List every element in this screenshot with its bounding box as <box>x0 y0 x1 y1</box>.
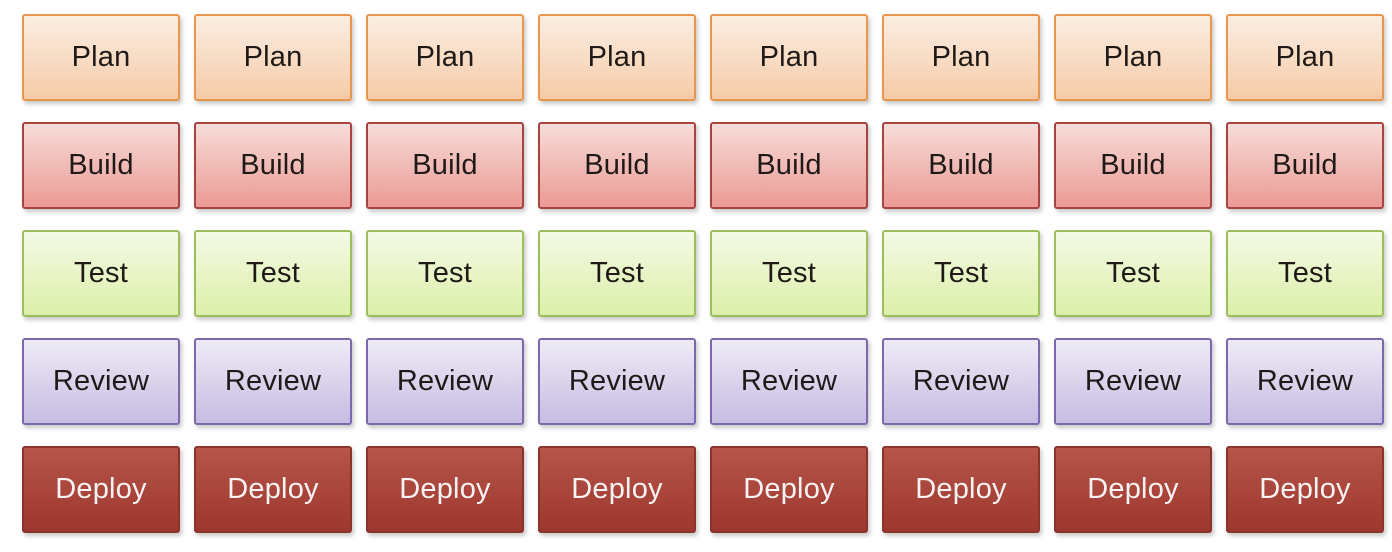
stage-box-build: Build <box>1226 122 1384 209</box>
stage-box-test: Test <box>882 230 1040 317</box>
stage-box-plan: Plan <box>22 14 180 101</box>
stage-label: Build <box>68 149 134 181</box>
stage-box-test: Test <box>366 230 524 317</box>
stage-label: Test <box>418 257 472 289</box>
stage-label: Review <box>224 365 322 397</box>
stage-box-test: Test <box>1054 230 1212 317</box>
stage-box-plan: Plan <box>882 14 1040 101</box>
stage-box-test: Test <box>710 230 868 317</box>
stage-label: Plan <box>415 41 475 73</box>
stage-label: Review <box>1084 365 1182 397</box>
stage-label: Review <box>912 365 1010 397</box>
stage-box-review: Review <box>882 338 1040 425</box>
stage-row-deploy: Deploy Deploy Deploy Deploy Deploy Deplo… <box>22 446 1392 533</box>
stage-label: Review <box>52 365 150 397</box>
stage-box-build: Build <box>22 122 180 209</box>
stage-label: Build <box>240 149 306 181</box>
stage-label: Test <box>590 257 644 289</box>
stage-box-deploy: Deploy <box>1226 446 1384 533</box>
stage-box-build: Build <box>1054 122 1212 209</box>
stage-box-build: Build <box>538 122 696 209</box>
stage-box-test: Test <box>194 230 352 317</box>
stage-box-plan: Plan <box>1226 14 1384 101</box>
stage-label: Deploy <box>1087 473 1179 505</box>
stage-label: Plan <box>243 41 303 73</box>
stage-label: Deploy <box>915 473 1007 505</box>
stage-box-deploy: Deploy <box>22 446 180 533</box>
stage-label: Review <box>568 365 666 397</box>
stage-box-deploy: Deploy <box>710 446 868 533</box>
stage-box-deploy: Deploy <box>1054 446 1212 533</box>
stage-label: Deploy <box>55 473 147 505</box>
stage-label: Deploy <box>227 473 319 505</box>
stage-label: Test <box>1106 257 1160 289</box>
stage-label: Plan <box>931 41 991 73</box>
stage-label: Review <box>1256 365 1354 397</box>
stage-box-review: Review <box>366 338 524 425</box>
stage-box-review: Review <box>22 338 180 425</box>
stage-box-plan: Plan <box>194 14 352 101</box>
stage-row-build: Build Build Build Build Build Build Buil… <box>22 122 1392 209</box>
stage-box-review: Review <box>710 338 868 425</box>
stage-box-plan: Plan <box>1054 14 1212 101</box>
stage-label: Build <box>1272 149 1338 181</box>
stage-row-plan: Plan Plan Plan Plan Plan Plan Plan Plan <box>22 14 1392 101</box>
stage-box-deploy: Deploy <box>882 446 1040 533</box>
stage-box-build: Build <box>366 122 524 209</box>
stage-row-review: Review Review Review Review Review Revie… <box>22 338 1392 425</box>
stage-row-test: Test Test Test Test Test Test Test Test <box>22 230 1392 317</box>
stage-box-test: Test <box>22 230 180 317</box>
stage-label: Build <box>412 149 478 181</box>
stage-label: Test <box>934 257 988 289</box>
stage-box-build: Build <box>194 122 352 209</box>
stage-label: Plan <box>71 41 131 73</box>
stage-label: Plan <box>1275 41 1335 73</box>
stage-box-plan: Plan <box>366 14 524 101</box>
stage-box-deploy: Deploy <box>366 446 524 533</box>
stage-label: Build <box>928 149 994 181</box>
stage-label: Test <box>762 257 816 289</box>
stage-label: Test <box>74 257 128 289</box>
stage-label: Review <box>740 365 838 397</box>
stage-box-plan: Plan <box>710 14 868 101</box>
stage-label: Review <box>396 365 494 397</box>
stage-label: Plan <box>587 41 647 73</box>
stage-label: Build <box>584 149 650 181</box>
stage-label: Deploy <box>399 473 491 505</box>
stage-box-review: Review <box>1226 338 1384 425</box>
stage-label: Deploy <box>571 473 663 505</box>
stage-box-review: Review <box>538 338 696 425</box>
stage-label: Deploy <box>743 473 835 505</box>
stage-label: Plan <box>759 41 819 73</box>
stage-box-plan: Plan <box>538 14 696 101</box>
stage-box-test: Test <box>1226 230 1384 317</box>
stage-label: Test <box>246 257 300 289</box>
stage-box-review: Review <box>194 338 352 425</box>
stage-box-deploy: Deploy <box>194 446 352 533</box>
stage-label: Test <box>1278 257 1332 289</box>
stage-box-build: Build <box>882 122 1040 209</box>
stage-label: Plan <box>1103 41 1163 73</box>
stage-box-test: Test <box>538 230 696 317</box>
stage-label: Build <box>1100 149 1166 181</box>
stage-label: Build <box>756 149 822 181</box>
stage-box-deploy: Deploy <box>538 446 696 533</box>
stage-box-review: Review <box>1054 338 1212 425</box>
stage-box-build: Build <box>710 122 868 209</box>
stage-label: Deploy <box>1259 473 1351 505</box>
